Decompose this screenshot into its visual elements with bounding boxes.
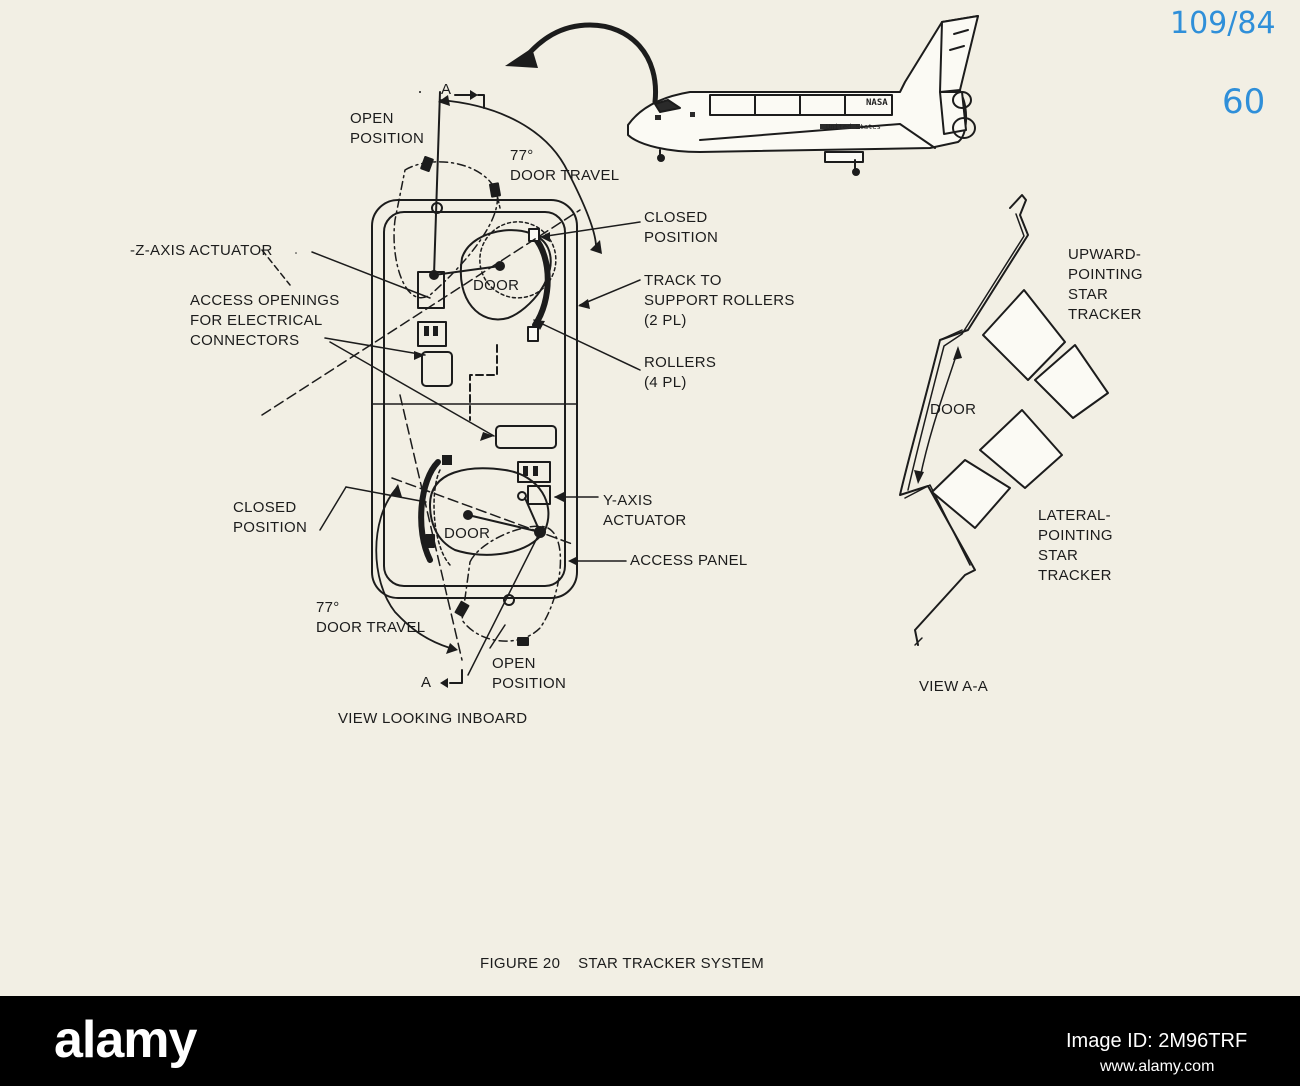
view-looking-inboard-drawing	[261, 90, 581, 688]
access-panel-label: ACCESS PANEL	[630, 552, 748, 569]
stock-brand-logo: alamy	[54, 1011, 197, 1069]
view-a-a-title: VIEW A-A	[919, 678, 989, 695]
handwritten-number: 60	[1222, 82, 1266, 122]
rollers-label: ROLLERS (4 PL)	[644, 354, 717, 391]
door-label-upper: DOOR	[473, 277, 520, 294]
door-travel-arcs	[375, 95, 602, 654]
upward-tracker-label: UPWARD- POINTING STAR TRACKER	[1068, 246, 1143, 323]
door-label-view-a: DOOR	[930, 401, 977, 418]
figure-caption: FIGURE 20 STAR TRACKER SYSTEM	[480, 955, 765, 972]
door-travel-bottom-label: 77° DOOR TRAVEL	[316, 599, 426, 636]
orbiter-name: United States	[826, 123, 881, 131]
orbiter-logo: NASA	[866, 98, 888, 108]
space-shuttle-orbiter-illustration	[627, 15, 979, 176]
section-mark-top: A	[441, 81, 452, 98]
section-mark-bottom: A	[421, 674, 432, 691]
handwritten-date: 109/84	[1170, 6, 1276, 41]
stock-image-id: Image ID: 2M96TRF	[1066, 1030, 1248, 1052]
stock-footer	[0, 996, 1300, 1086]
y-axis-actuator-label: Y-AXIS ACTUATOR	[603, 492, 687, 529]
closed-position-left-label: CLOSED POSITION	[233, 499, 308, 536]
view-a-a-drawing	[899, 194, 1109, 646]
view-looking-inboard-title: VIEW LOOKING INBOARD	[338, 710, 528, 727]
door-travel-top-label: 77° DOOR TRAVEL	[510, 147, 620, 184]
stock-site: www.alamy.com	[1100, 1058, 1215, 1075]
lateral-tracker-label: LATERAL- POINTING STAR TRACKER	[1038, 507, 1113, 584]
callout-leaders	[261, 221, 641, 649]
door-label-lower: DOOR	[444, 525, 491, 542]
access-openings-label: ACCESS OPENINGS FOR ELECTRICAL CONNECTOR…	[190, 292, 340, 349]
open-position-top-label: OPEN POSITION	[350, 110, 425, 147]
track-label: TRACK TO SUPPORT ROLLERS (2 PL)	[644, 272, 795, 329]
open-position-bottom-label: OPEN POSITION	[492, 655, 567, 692]
location-arrow	[505, 22, 659, 105]
z-axis-actuator-label: -Z-AXIS ACTUATOR	[130, 242, 273, 259]
diagram-sheet: 109/84 60 A A DOOR DOOR DOOR OPEN POSITI…	[0, 0, 1300, 996]
closed-position-right-label: CLOSED POSITION	[644, 209, 719, 246]
star-tracker-diagram	[261, 15, 1109, 688]
